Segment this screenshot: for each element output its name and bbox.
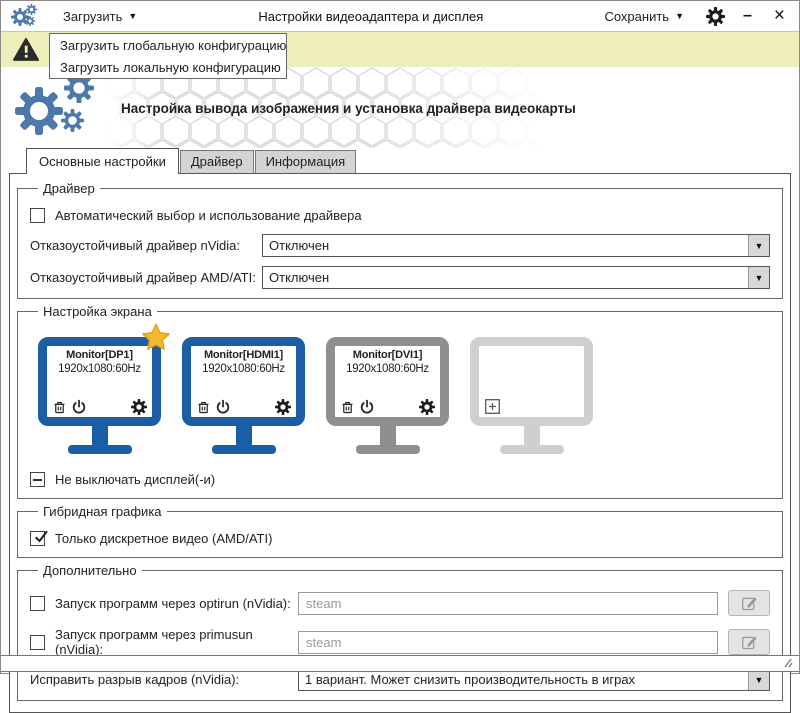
title-bar: Загрузить ▼ Настройки видеоадаптера и ди… (1, 1, 799, 31)
optirun-command-input[interactable] (298, 591, 718, 615)
primusun-label: Запуск программ через primusun (nVidia): (55, 627, 253, 657)
dropdown-arrow-icon[interactable]: ▼ (748, 267, 769, 288)
screen-group: Настройка экрана Monitor[DP1] 1920x1080:… (17, 304, 783, 499)
keep-display-on-label: Не выключать дисплей(-и) (55, 472, 216, 487)
save-menu-label: Сохранить (604, 8, 670, 24)
amd-failsafe-label: Отказоустойчивый драйвер AMD/ATI: (30, 270, 256, 285)
warning-triangle-icon (13, 37, 39, 61)
monitor-settings-icon[interactable] (275, 399, 291, 415)
amd-failsafe-select[interactable]: Отключен ▼ (262, 266, 770, 289)
primusun-edit-button[interactable] (728, 629, 770, 655)
discrete-only-checkbox[interactable] (30, 530, 48, 546)
chevron-down-icon: ▼ (675, 11, 684, 21)
optirun-label: Запуск программ через optirun (nVidia): (55, 595, 291, 611)
tearing-fix-label: Исправить разрыв кадров (nVidia): (30, 672, 240, 687)
close-button[interactable]: × (773, 5, 785, 26)
monitor-dvi1[interactable]: Monitor[DVI1] 1920x1080:60Hz (326, 337, 449, 454)
monitor-resolution: 1920x1080:60Hz (346, 363, 429, 375)
minimize-button[interactable]: – (742, 7, 752, 24)
delete-monitor-icon[interactable] (196, 400, 211, 415)
monitor-name: Monitor[DVI1] (352, 349, 423, 361)
monitor-hdmi1[interactable]: Monitor[HDMI1] 1920x1080:60Hz (182, 337, 305, 454)
edit-pencil-icon (741, 596, 757, 610)
power-monitor-icon[interactable] (215, 399, 231, 415)
monitor-empty-slot[interactable] (470, 337, 593, 454)
tab-driver[interactable]: Драйвер (179, 150, 254, 173)
load-dropdown-menu: Загрузить глобальную конфигурацию Загруз… (49, 33, 287, 79)
primary-star-icon (142, 323, 170, 350)
discrete-only-label: Только дискретное видео (AMD/ATI) (55, 531, 273, 546)
edit-pencil-icon (741, 635, 757, 649)
nvidia-failsafe-value: Отключен (269, 238, 330, 253)
keep-display-on-checkbox[interactable] (30, 472, 45, 487)
monitor-name: Monitor[HDMI1] (203, 349, 284, 361)
extra-group-title: Дополнительно (43, 563, 137, 578)
dropdown-arrow-icon[interactable]: ▼ (748, 235, 769, 256)
delete-monitor-icon[interactable] (52, 400, 67, 415)
monitor-name: Monitor[DP1] (66, 349, 133, 361)
save-menu-button[interactable]: Сохранить ▼ (596, 7, 692, 26)
page-title: Настройка вывода изображения и установка… (121, 101, 576, 116)
monitor-list: Monitor[DP1] 1920x1080:60Hz Monitor[HDMI… (30, 323, 770, 456)
nvidia-failsafe-select[interactable]: Отключен ▼ (262, 234, 770, 257)
hybrid-group-title: Гибридная графика (43, 504, 162, 519)
app-header: Настройка вывода изображения и установка… (1, 67, 799, 148)
primusun-checkbox[interactable] (30, 634, 45, 650)
tab-bar: Основные настройки Драйвер Информация (1, 148, 799, 174)
amd-failsafe-value: Отключен (269, 270, 330, 285)
app-gears-icon (11, 4, 41, 28)
optirun-edit-button[interactable] (728, 590, 770, 616)
primusun-command-input[interactable] (298, 630, 718, 654)
chevron-down-icon: ▼ (128, 11, 138, 21)
auto-driver-checkbox[interactable] (30, 208, 45, 223)
monitor-settings-icon[interactable] (419, 399, 435, 415)
tab-main-settings[interactable]: Основные настройки (26, 148, 179, 174)
monitor-dp1[interactable]: Monitor[DP1] 1920x1080:60Hz (38, 323, 170, 454)
hexagon-fade (106, 67, 586, 148)
power-monitor-icon[interactable] (359, 399, 375, 415)
settings-gear-icon[interactable] (705, 6, 725, 26)
nvidia-failsafe-label: Отказоустойчивый драйвер nVidia: (30, 238, 240, 253)
load-menu-label: Загрузить (63, 8, 123, 24)
screen-group-title: Настройка экрана (43, 304, 152, 319)
app-logo-gears (15, 73, 110, 141)
dropdown-arrow-icon[interactable]: ▼ (748, 669, 769, 690)
tearing-fix-value: 1 вариант. Может снизить производительно… (305, 672, 636, 687)
load-menu-button[interactable]: Загрузить ▼ (55, 7, 145, 26)
menu-item-load-local[interactable]: Загрузить локальную конфигурацию (60, 60, 281, 75)
delete-monitor-icon[interactable] (340, 400, 355, 415)
resize-grip[interactable] (781, 657, 793, 668)
monitor-resolution: 1920x1080:60Hz (58, 363, 141, 375)
driver-group: Драйвер Автоматический выбор и использов… (17, 181, 783, 299)
power-monitor-icon[interactable] (71, 399, 87, 415)
driver-group-title: Драйвер (43, 181, 95, 196)
auto-driver-label: Автоматический выбор и использование дра… (55, 208, 362, 223)
tab-information[interactable]: Информация (254, 150, 357, 173)
monitor-resolution: 1920x1080:60Hz (202, 363, 285, 375)
main-settings-panel: Драйвер Автоматический выбор и использов… (9, 173, 791, 713)
status-bar (1, 655, 799, 672)
optirun-checkbox[interactable] (30, 595, 45, 611)
monitor-settings-icon[interactable] (131, 399, 147, 415)
extra-group: Дополнительно Запуск программ через opti… (17, 563, 783, 701)
window-title: Настройки видеоадаптера и дисплея (258, 8, 484, 24)
menu-item-load-global[interactable]: Загрузить глобальную конфигурацию (60, 38, 287, 53)
hybrid-graphics-group: Гибридная графика Только дискретное виде… (17, 504, 783, 558)
add-monitor-icon[interactable] (484, 398, 501, 415)
